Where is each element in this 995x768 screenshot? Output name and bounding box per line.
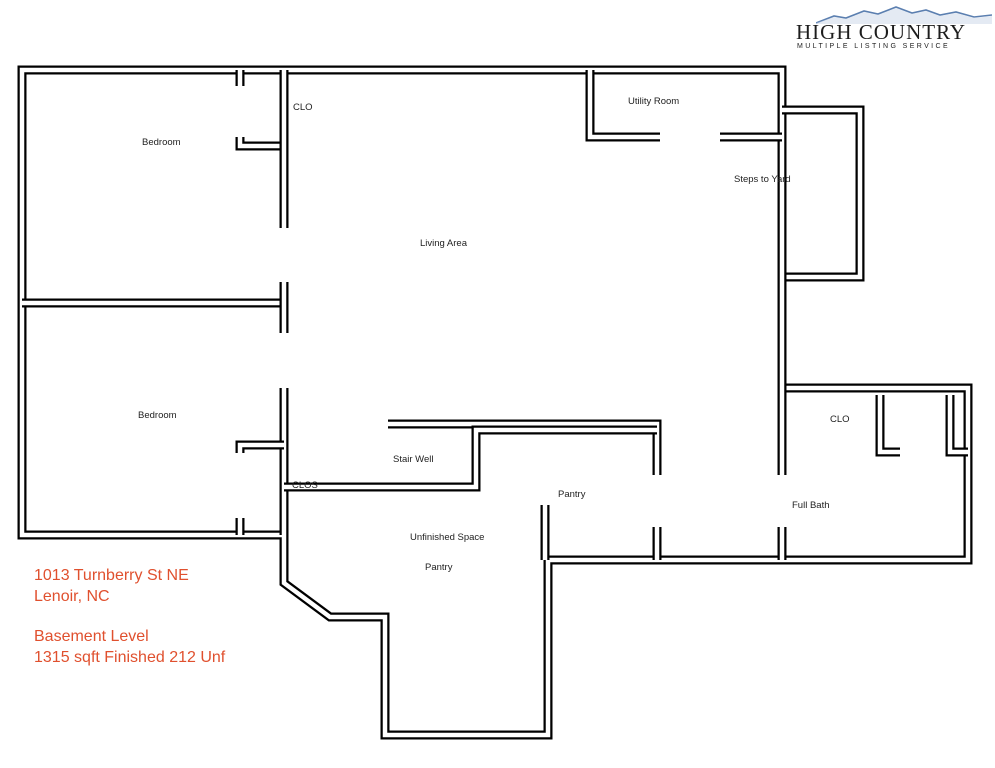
wall-clo-door [945,395,968,457]
area-label: 1315 sqft Finished 212 Unf [34,649,226,666]
level-label: Basement Level [34,628,149,645]
label-pantry-right: Pantry [558,489,586,500]
mountain-range-icon [816,6,992,24]
logo-subtitle: MULTIPLE LISTING SERVICE [797,43,951,50]
label-steps-to-yard: Steps to Yard [734,174,791,185]
wall-stair-inner [284,425,657,492]
label-living-area: Living Area [420,238,468,249]
wall-clo-wall [875,395,900,457]
label-full-bath: Full Bath [792,500,830,511]
wall-outer-shell [17,65,973,740]
address-line-1: 1013 Turnberry St NE [34,567,189,584]
wall-stair-top [388,419,662,475]
label-utility-room: Utility Room [628,96,680,107]
label-clo-right: CLO [830,414,850,425]
label-bedroom-top: Bedroom [142,137,181,148]
label-stair-well: Stair Well [393,454,434,465]
label-clo-top: CLO [293,102,313,113]
wall-utility-left [585,70,660,142]
address-line-2: Lenoir, NC [34,588,110,605]
wall-bed-bot-closet-a [235,440,284,453]
label-unfinished-space: Unfinished Space [410,532,485,543]
wall-steps-box [782,105,865,282]
label-pantry-lower: Pantry [425,562,453,573]
label-bedroom-bottom: Bedroom [138,410,177,421]
label-clos: CLOS [292,480,318,491]
wall-bed-top-closet-b [235,137,284,151]
mls-logo: HIGH COUNTRY MULTIPLE LISTING SERVICE [796,6,992,56]
logo-title: HIGH COUNTRY [796,20,967,44]
